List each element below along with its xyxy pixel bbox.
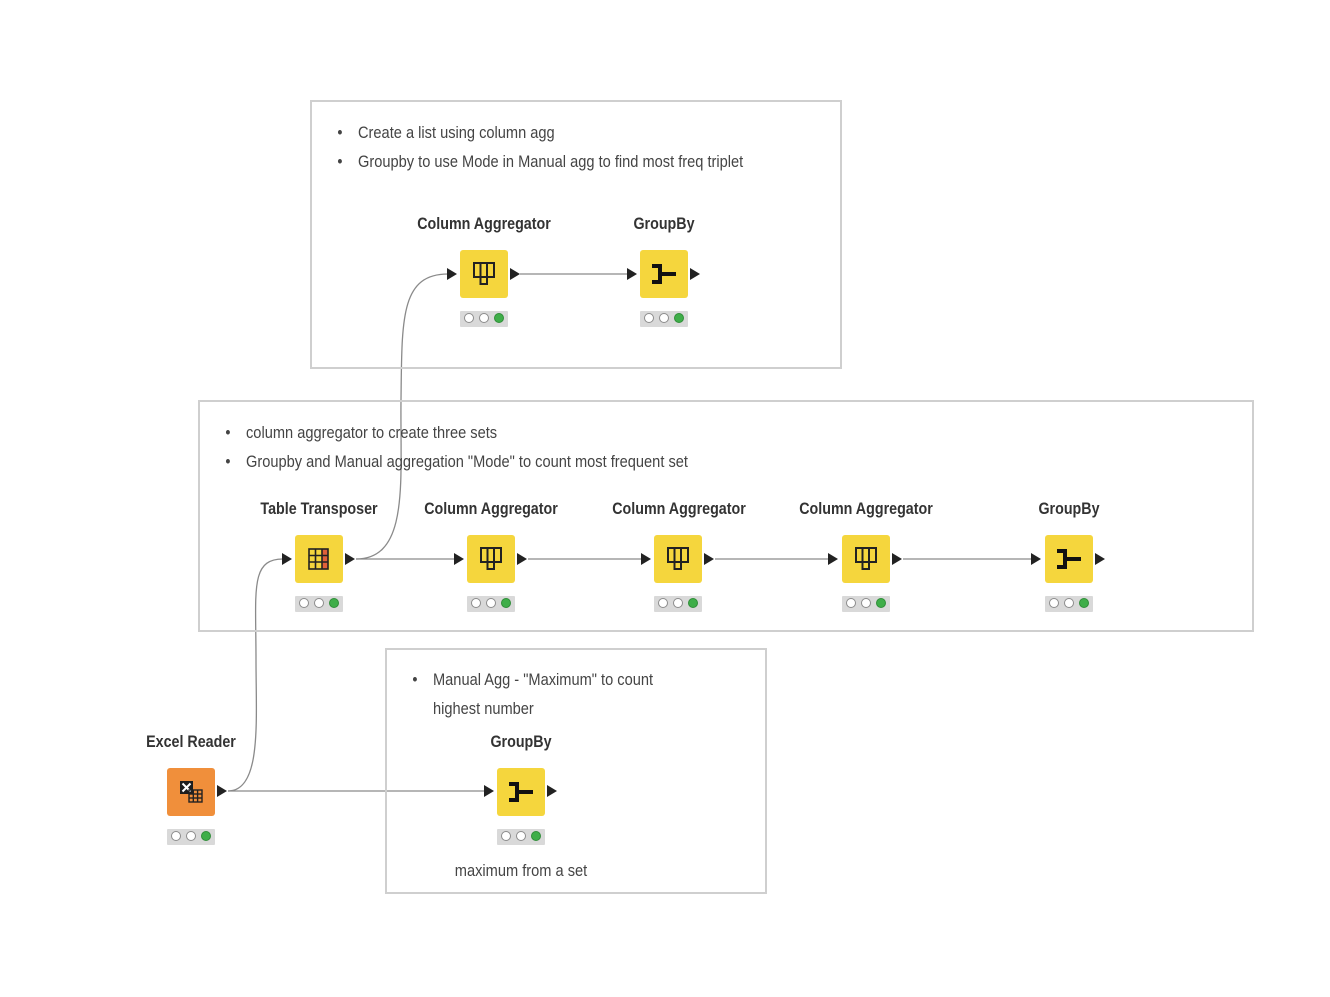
input-port[interactable] bbox=[447, 268, 457, 280]
status-light-red bbox=[471, 598, 481, 608]
status-light-red bbox=[501, 831, 511, 841]
column-aggregator-icon[interactable] bbox=[460, 250, 508, 298]
node-title: GroupBy bbox=[1038, 499, 1100, 518]
status-traffic-light bbox=[497, 829, 545, 845]
input-port[interactable] bbox=[454, 553, 464, 565]
column-aggregator-icon[interactable] bbox=[467, 535, 515, 583]
status-light-yellow bbox=[314, 598, 324, 608]
status-light-red bbox=[299, 598, 309, 608]
status-light-green bbox=[501, 598, 511, 608]
status-traffic-light bbox=[467, 596, 515, 612]
annotation-bottom-bullet-1: Manual Agg - "Maximum" to count bbox=[412, 665, 719, 694]
annotation-middle-bullet-1: column aggregator to create three sets bbox=[225, 418, 1111, 447]
status-light-green bbox=[674, 313, 684, 323]
column-aggregator-icon[interactable] bbox=[654, 535, 702, 583]
node-title: Column Aggregator bbox=[424, 499, 558, 518]
output-port[interactable] bbox=[1095, 553, 1105, 565]
node-title: Table Transposer bbox=[260, 499, 378, 518]
status-light-yellow bbox=[673, 598, 683, 608]
status-light-green bbox=[494, 313, 504, 323]
status-light-yellow bbox=[1064, 598, 1074, 608]
node-title: Column Aggregator bbox=[799, 499, 933, 518]
status-light-green bbox=[329, 598, 339, 608]
node-caption: maximum from a set bbox=[454, 861, 588, 880]
status-light-red bbox=[1049, 598, 1059, 608]
status-light-yellow bbox=[186, 831, 196, 841]
status-light-yellow bbox=[479, 313, 489, 323]
annotation-top-bullet-1: Create a list using column agg bbox=[337, 118, 773, 147]
status-light-red bbox=[464, 313, 474, 323]
status-light-green bbox=[201, 831, 211, 841]
status-light-green bbox=[1079, 598, 1089, 608]
input-port[interactable] bbox=[828, 553, 838, 565]
status-light-red bbox=[171, 831, 181, 841]
output-port[interactable] bbox=[892, 553, 902, 565]
input-port[interactable] bbox=[484, 785, 494, 797]
output-port[interactable] bbox=[510, 268, 520, 280]
annotation-bottom-bullet-2: highest number bbox=[433, 699, 534, 718]
annotation-top[interactable]: Create a list using column agg Groupby t… bbox=[310, 100, 842, 369]
annotation-middle[interactable]: column aggregator to create three sets G… bbox=[198, 400, 1254, 632]
status-light-yellow bbox=[659, 313, 669, 323]
output-port[interactable] bbox=[704, 553, 714, 565]
status-light-red bbox=[658, 598, 668, 608]
node-title: GroupBy bbox=[633, 214, 695, 233]
groupby-icon[interactable] bbox=[497, 768, 545, 816]
output-port[interactable] bbox=[345, 553, 355, 565]
status-traffic-light bbox=[654, 596, 702, 612]
output-port[interactable] bbox=[547, 785, 557, 797]
node-title: Column Aggregator bbox=[612, 499, 746, 518]
status-traffic-light bbox=[1045, 596, 1093, 612]
annotation-top-bullet-2: Groupby to use Mode in Manual agg to fin… bbox=[337, 147, 773, 176]
excel-reader-icon[interactable] bbox=[167, 768, 215, 816]
status-light-yellow bbox=[486, 598, 496, 608]
status-light-red bbox=[846, 598, 856, 608]
column-aggregator-icon[interactable] bbox=[842, 535, 890, 583]
status-light-red bbox=[644, 313, 654, 323]
annotation-middle-bullet-2: Groupby and Manual aggregation "Mode" to… bbox=[225, 447, 1111, 476]
status-traffic-light bbox=[295, 596, 343, 612]
annotation-bottom[interactable]: Manual Agg - "Maximum" to count highest … bbox=[385, 648, 767, 894]
status-light-yellow bbox=[516, 831, 526, 841]
output-port[interactable] bbox=[517, 553, 527, 565]
node-title: GroupBy bbox=[490, 732, 552, 751]
node-title: Excel Reader bbox=[146, 732, 236, 751]
status-traffic-light bbox=[460, 311, 508, 327]
groupby-icon[interactable] bbox=[1045, 535, 1093, 583]
status-traffic-light bbox=[640, 311, 688, 327]
connection-excel-reader-to-transposer bbox=[227, 558, 284, 792]
input-port[interactable] bbox=[1031, 553, 1041, 565]
input-port[interactable] bbox=[641, 553, 651, 565]
status-traffic-light bbox=[842, 596, 890, 612]
output-port[interactable] bbox=[690, 268, 700, 280]
status-light-green bbox=[876, 598, 886, 608]
node-title: Column Aggregator bbox=[417, 214, 551, 233]
status-light-green bbox=[531, 831, 541, 841]
status-light-yellow bbox=[861, 598, 871, 608]
status-traffic-light bbox=[167, 829, 215, 845]
groupby-icon[interactable] bbox=[640, 250, 688, 298]
input-port[interactable] bbox=[282, 553, 292, 565]
output-port[interactable] bbox=[217, 785, 227, 797]
input-port[interactable] bbox=[627, 268, 637, 280]
status-light-green bbox=[688, 598, 698, 608]
table-transposer-icon[interactable] bbox=[295, 535, 343, 583]
